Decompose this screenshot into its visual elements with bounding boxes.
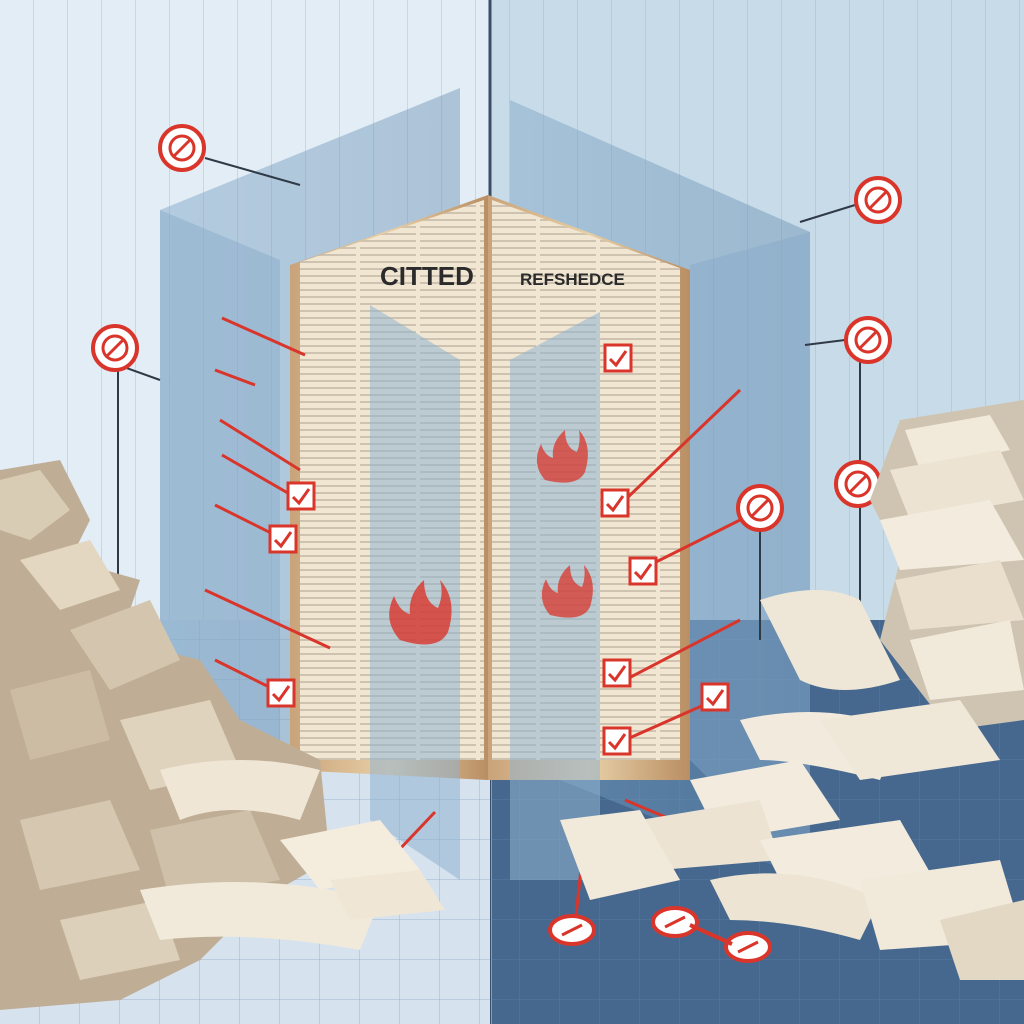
prohibited-circle-icon (548, 914, 596, 946)
checkbox-icon (700, 682, 730, 712)
prohibited-circle-icon (158, 124, 206, 172)
checkbox-icon (602, 658, 632, 688)
checkbox-icon (600, 488, 630, 518)
prohibited-circle-icon (736, 484, 784, 532)
flame-emblem-icon (536, 430, 588, 483)
prohibited-circle-icon (724, 931, 772, 963)
checkbox-icon (603, 343, 633, 373)
prohibited-circle-icon (844, 316, 892, 364)
crumpled-paper-pile-left (0, 460, 445, 1010)
checkbox-icon (286, 481, 316, 511)
checkbox-icon (628, 556, 658, 586)
prohibited-circle-icon (854, 176, 902, 224)
prohibited-circle-icon (651, 906, 699, 938)
flame-emblem-icon (541, 565, 593, 618)
prohibited-circle-icon (91, 324, 139, 372)
book-heading-left: CITTED (380, 261, 474, 291)
flame-emblem-icon (389, 580, 452, 645)
book-heading-right: REFSHEDCE (520, 270, 625, 289)
paper-pile-right (560, 400, 1024, 980)
checkbox-icon (266, 678, 296, 708)
checkbox-icon (602, 726, 632, 756)
checkbox-icon (268, 524, 298, 554)
